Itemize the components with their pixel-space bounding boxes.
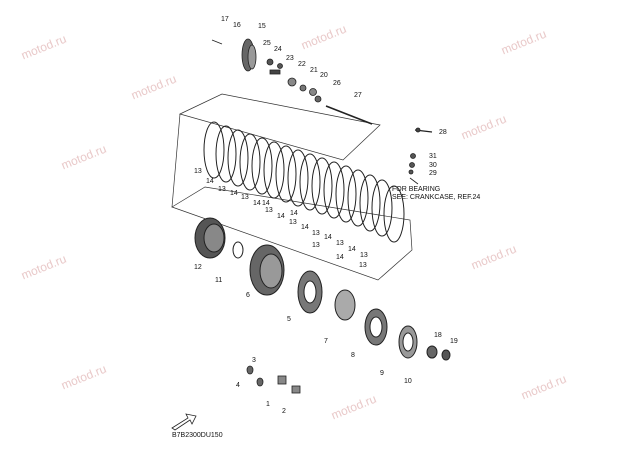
plates-frame xyxy=(179,93,381,161)
callout-14: 14 xyxy=(290,210,298,217)
front-arrow-icon xyxy=(171,413,197,431)
callout-13: 13 xyxy=(194,168,202,175)
callout-29: 29 xyxy=(429,170,437,177)
diagram-code: B7B2300DU150 xyxy=(172,432,223,439)
bearing-note: FOR BEARING SEE: CRANKCASE, REF.24 xyxy=(392,186,480,202)
callout-13: 13 xyxy=(359,262,367,269)
callout-24: 24 xyxy=(274,46,282,53)
callout-13: 13 xyxy=(218,186,226,193)
callout-26: 26 xyxy=(333,80,341,87)
plates-frame-lower xyxy=(171,186,413,281)
callout-13: 13 xyxy=(265,207,273,214)
callout-14: 14 xyxy=(348,246,356,253)
callout-4: 4 xyxy=(236,382,240,389)
callout-14: 14 xyxy=(230,190,238,197)
callout-13: 13 xyxy=(312,230,320,237)
callout-14: 14 xyxy=(277,213,285,220)
callout-6: 6 xyxy=(246,292,250,299)
callout-15: 15 xyxy=(258,23,266,30)
callout-30: 30 xyxy=(429,162,437,169)
callout-8: 8 xyxy=(351,352,355,359)
callout-16: 16 xyxy=(233,22,241,29)
callout-18: 18 xyxy=(434,332,442,339)
callout-25: 25 xyxy=(263,40,271,47)
clutch-plates xyxy=(203,121,405,243)
clutch-housing xyxy=(194,217,451,361)
bearing-note-line1: FOR BEARING xyxy=(392,186,441,193)
callout-5: 5 xyxy=(287,316,291,323)
callout-13: 13 xyxy=(289,219,297,226)
callout-27: 27 xyxy=(354,92,362,99)
callout-7: 7 xyxy=(324,338,328,345)
callout-31: 31 xyxy=(429,153,437,160)
callout-9: 9 xyxy=(380,370,384,377)
bottom-parts xyxy=(246,365,301,394)
callout-13: 13 xyxy=(312,242,320,249)
callout-14: 14 xyxy=(253,200,261,207)
callout-17: 17 xyxy=(221,16,229,23)
callout-21: 21 xyxy=(310,67,318,74)
callout-13: 13 xyxy=(336,240,344,247)
callout-14: 14 xyxy=(336,254,344,261)
callout-28: 28 xyxy=(439,129,447,136)
callout-11: 11 xyxy=(215,277,223,284)
callout-13: 13 xyxy=(241,194,249,201)
top-parts xyxy=(211,38,433,185)
callout-23: 23 xyxy=(286,55,294,62)
callout-14: 14 xyxy=(206,178,214,185)
callout-20: 20 xyxy=(320,72,328,79)
callout-14: 14 xyxy=(324,234,332,241)
callout-12: 12 xyxy=(194,264,202,271)
callout-2: 2 xyxy=(282,408,286,415)
callout-10: 10 xyxy=(404,378,412,385)
callout-14: 14 xyxy=(301,224,309,231)
callout-1: 1 xyxy=(266,401,270,408)
callout-22: 22 xyxy=(298,61,306,68)
callout-13: 13 xyxy=(360,252,368,259)
callout-19: 19 xyxy=(450,338,458,345)
callout-14: 14 xyxy=(262,200,270,207)
bearing-note-line2: SEE: CRANKCASE, REF.24 xyxy=(392,194,481,201)
callout-3: 3 xyxy=(252,357,256,364)
